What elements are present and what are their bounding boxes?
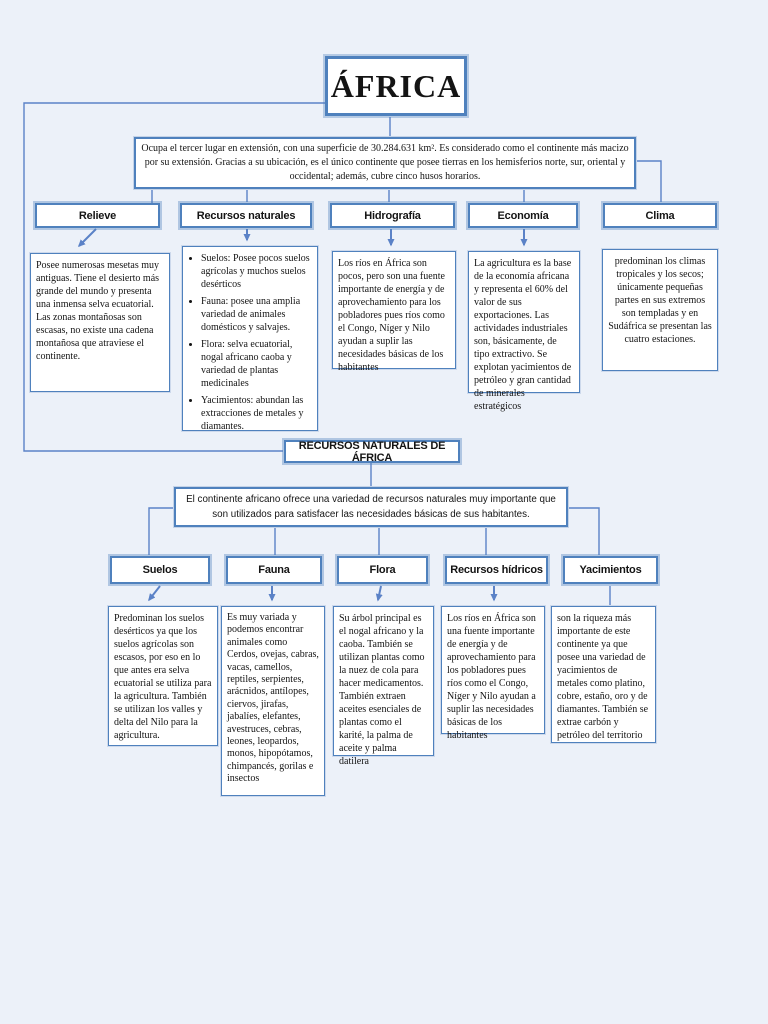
africa-intro-text-box: Ocupa el tercer lugar en extensión, con … xyxy=(134,137,636,189)
clima-detail-box: predominan los climas tropicales y los s… xyxy=(602,249,718,371)
section-title-recursos-naturales-de-africa: RECURSOS NATURALES DE ÁFRICA xyxy=(284,440,460,464)
bullet-item-fauna: Fauna: posee una amplia variedad de anim… xyxy=(201,295,312,334)
branch-box-yacimientos: Yacimientos xyxy=(563,556,658,584)
bullet-item-flora: Flora: selva ecuatorial, nogal africano … xyxy=(201,338,312,390)
connector-line xyxy=(566,507,600,555)
connector-line xyxy=(23,102,325,452)
connector-line xyxy=(636,160,662,202)
branch-box-relieve: Relieve xyxy=(35,203,160,228)
connector-arrow xyxy=(148,585,161,602)
branch-box-flora: Flora xyxy=(337,556,428,584)
bullet-item-yacimientos: Yacimientos: abundan las extracciones de… xyxy=(201,394,312,433)
branch-box-clima: Clima xyxy=(603,203,717,228)
connector-line xyxy=(148,507,176,555)
fauna-detail-box: Es muy variada y podemos encontrar anima… xyxy=(221,606,325,796)
branch-box-economia: Economía xyxy=(468,203,578,228)
branch-box-hidrografia: Hidrografía xyxy=(330,203,455,228)
recursos-naturales-detail-box: Suelos: Posee pocos suelos agrícolas y m… xyxy=(182,246,318,433)
branch-box-recursos-hidricos: Recursos hídricos xyxy=(445,556,548,584)
bullet-item-suelos: Suelos: Posee pocos suelos agrícolas y m… xyxy=(201,252,312,291)
flora-detail-box: Su árbol principal es el nogal africano … xyxy=(333,606,434,767)
connector-arrow xyxy=(375,585,383,602)
branch-box-fauna: Fauna xyxy=(226,556,322,584)
branch-box-suelos: Suelos xyxy=(110,556,210,584)
yacimientos-detail-box: son la riqueza más importante de este co… xyxy=(551,606,656,743)
connector-arrow xyxy=(77,228,97,248)
map-title-africa: ÁFRICA xyxy=(325,56,467,116)
hidrografia-detail-box: Los ríos en África son pocos, pero son u… xyxy=(332,251,456,373)
relieve-detail-box: Posee numerosas mesetas muy antiguas. Ti… xyxy=(30,253,170,392)
suelos-detail-box: Predominan los suelos desérticos ya que … xyxy=(108,606,218,746)
recursos-hidricos-detail-box: Los ríos en África son una fuente import… xyxy=(441,606,545,741)
branch-box-recursos-naturales: Recursos naturales xyxy=(180,203,312,228)
recursos-intro-text-box: El continente africano ofrece una varied… xyxy=(174,487,568,528)
economia-detail-box: La agricultura es la base de la economía… xyxy=(468,251,580,412)
recursos-bullet-list: Suelos: Posee pocos suelos agrícolas y m… xyxy=(188,252,312,433)
